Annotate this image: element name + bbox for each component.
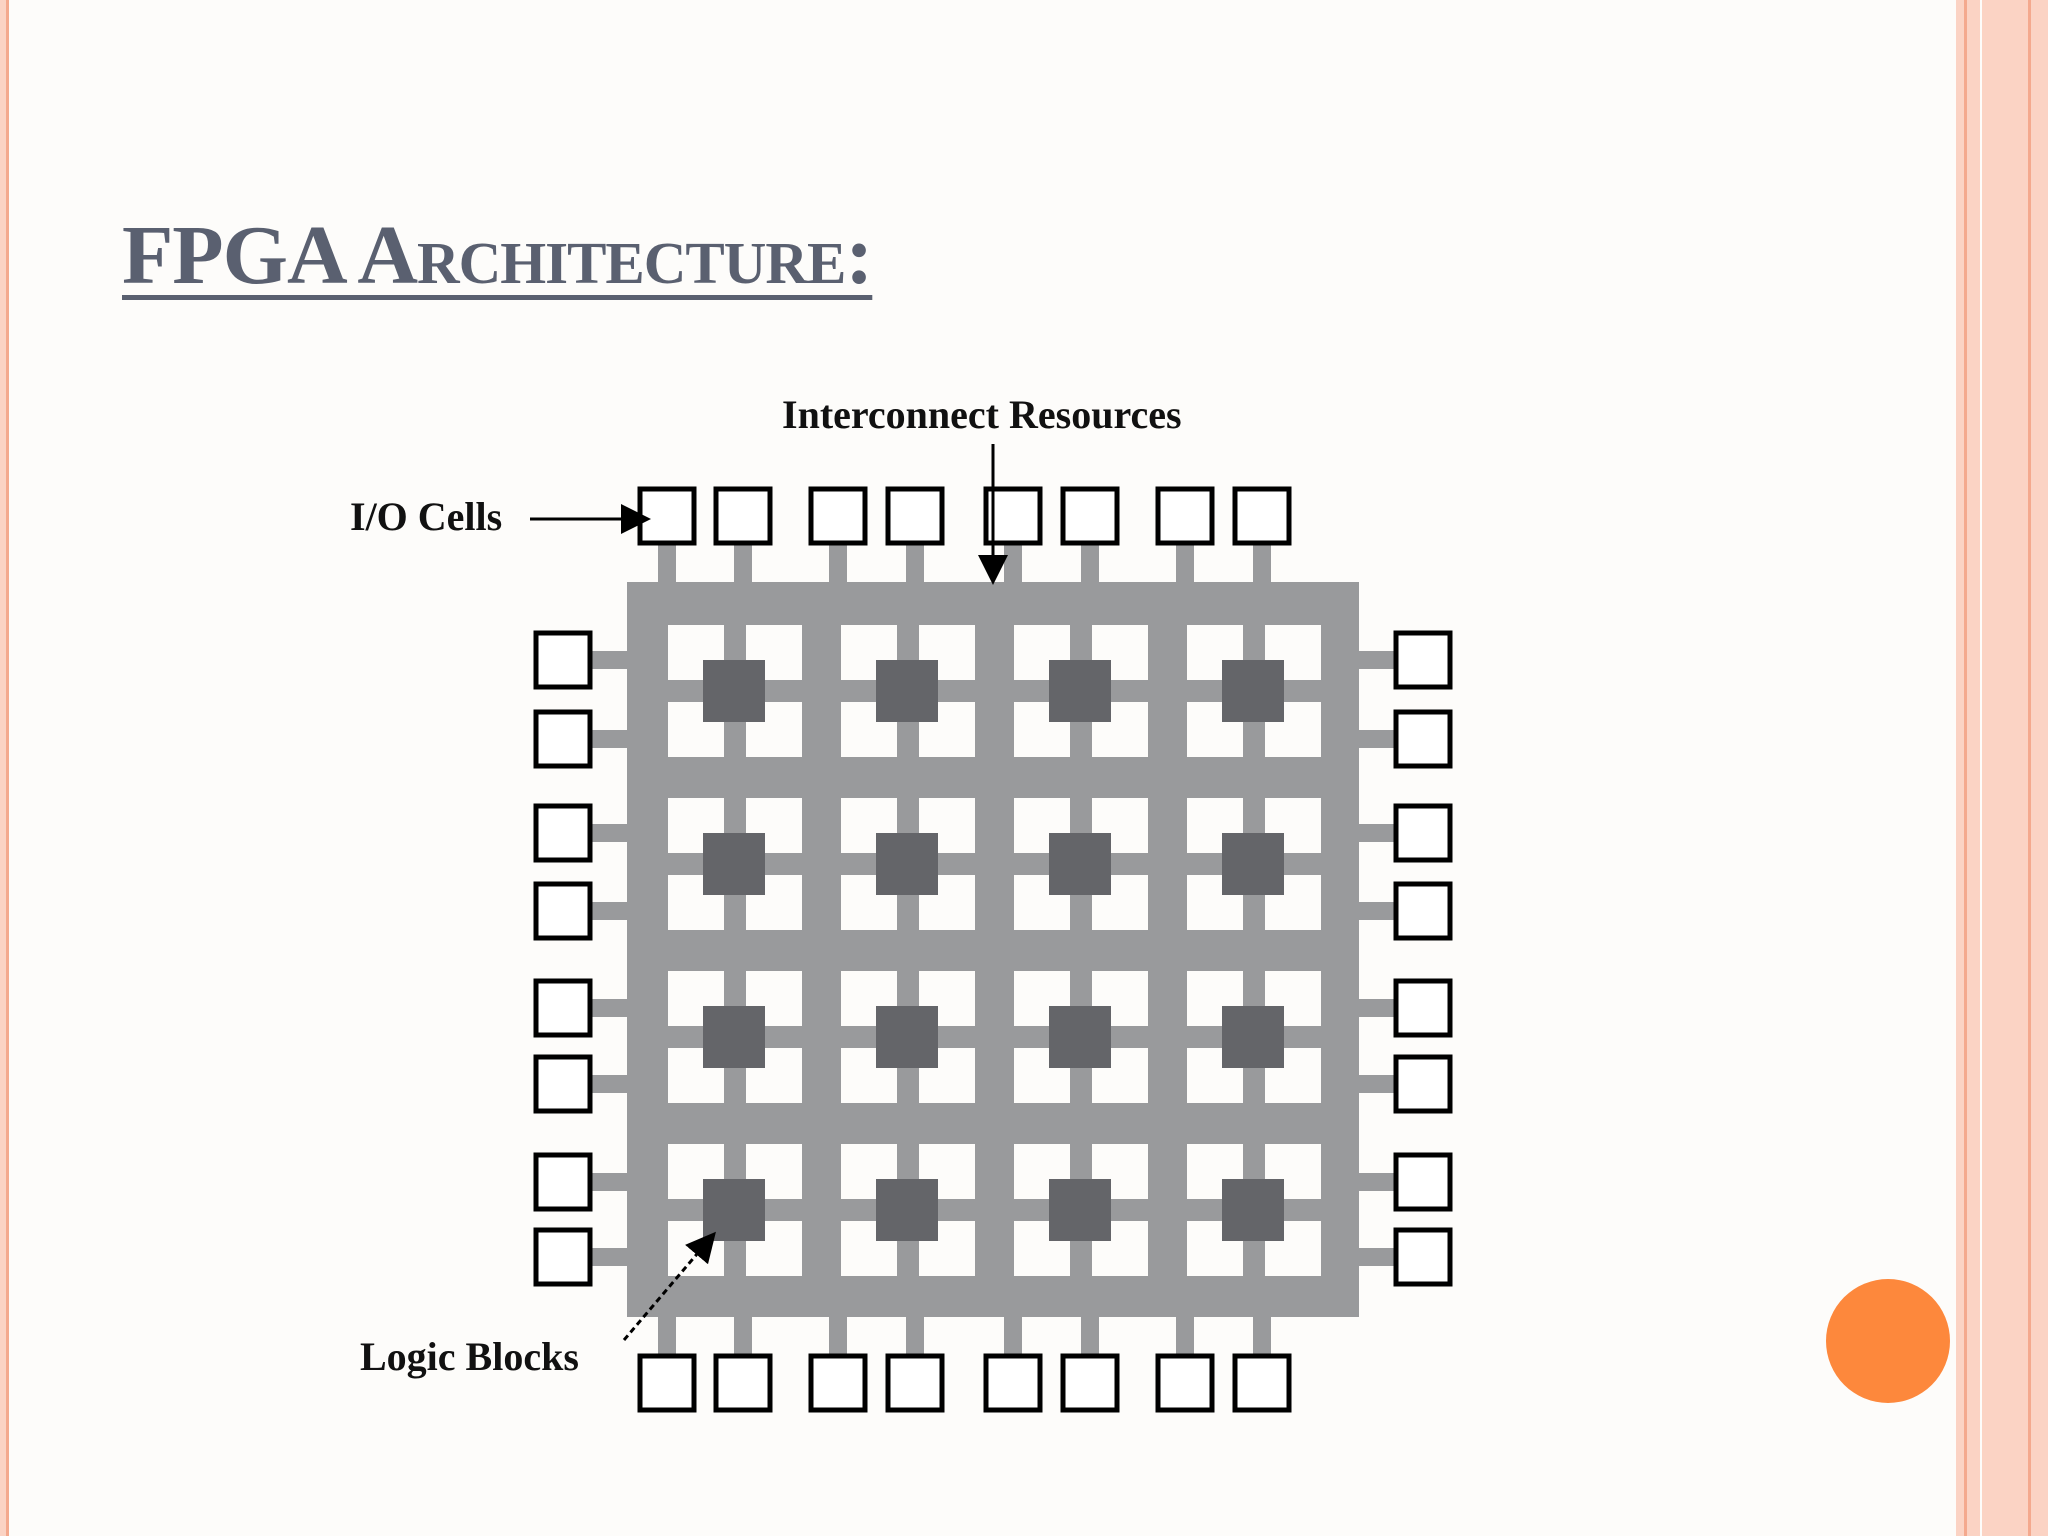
logic-block xyxy=(1049,833,1111,895)
io-cell xyxy=(1232,1353,1292,1413)
io-stub xyxy=(1176,540,1194,582)
io-stub xyxy=(592,902,627,920)
io-stub xyxy=(1081,1317,1099,1357)
io-cell xyxy=(983,486,1043,546)
logic-block xyxy=(703,833,765,895)
logic-block xyxy=(1049,1179,1111,1241)
io-cell xyxy=(1393,1227,1453,1287)
io-stub xyxy=(1176,1317,1194,1357)
io-stub xyxy=(1359,1173,1395,1191)
io-cell xyxy=(1060,486,1120,546)
logic-block xyxy=(876,1179,938,1241)
io-stub xyxy=(829,1317,847,1357)
accent-circle xyxy=(1826,1279,1950,1403)
logic-block xyxy=(876,833,938,895)
io-stub xyxy=(734,1317,752,1357)
io-cell xyxy=(1393,1054,1453,1114)
io-stub xyxy=(1004,540,1022,582)
io-stub xyxy=(1253,1317,1271,1357)
io-cell xyxy=(1060,1353,1120,1413)
io-cell xyxy=(533,709,593,769)
io-cell xyxy=(1393,709,1453,769)
io-cell xyxy=(808,1353,868,1413)
io-cell xyxy=(983,1353,1043,1413)
logic-blocks-label: Logic Blocks xyxy=(360,1334,579,1379)
io-cell xyxy=(713,486,773,546)
io-cell xyxy=(533,978,593,1038)
io-cell xyxy=(1393,803,1453,863)
io-cell xyxy=(808,486,868,546)
logic-blocks-arrow xyxy=(622,1231,716,1341)
io-stub xyxy=(592,1248,627,1266)
interconnect-resources-label: Interconnect Resources xyxy=(782,392,1182,437)
io-stub xyxy=(592,1075,627,1093)
io-stub xyxy=(592,1173,627,1191)
logic-block xyxy=(876,660,938,722)
slide-border-left xyxy=(0,0,22,1536)
io-stub xyxy=(592,999,627,1017)
io-cell xyxy=(1232,486,1292,546)
logic-blocks xyxy=(703,660,1284,1241)
io-cell xyxy=(533,1152,593,1212)
io-cell xyxy=(1393,630,1453,690)
io-stub xyxy=(592,730,627,748)
io-cell xyxy=(1155,1353,1215,1413)
io-cell xyxy=(1393,1152,1453,1212)
io-cell xyxy=(533,803,593,863)
io-stub xyxy=(592,651,627,669)
io-cell xyxy=(885,1353,945,1413)
logic-block xyxy=(1049,660,1111,722)
io-stub xyxy=(829,540,847,582)
io-cells xyxy=(533,486,1453,1413)
io-cell xyxy=(885,486,945,546)
io-cell xyxy=(533,881,593,941)
logic-block xyxy=(1222,1006,1284,1068)
io-stub xyxy=(1081,540,1099,582)
io-cell xyxy=(533,1227,593,1287)
logic-block xyxy=(876,1006,938,1068)
io-cell xyxy=(1393,881,1453,941)
io-stub xyxy=(906,1317,924,1357)
annotations: Interconnect Resources I/O Cells Logic B… xyxy=(350,392,1182,1379)
io-stub xyxy=(1359,999,1395,1017)
io-cell xyxy=(533,630,593,690)
io-cell xyxy=(637,1353,697,1413)
logic-block xyxy=(1222,660,1284,722)
io-stub xyxy=(734,540,752,582)
io-cell xyxy=(1393,978,1453,1038)
logic-block xyxy=(703,1006,765,1068)
io-stub xyxy=(658,1317,676,1357)
logic-block xyxy=(1222,1179,1284,1241)
io-stub xyxy=(1004,1317,1022,1357)
io-stub xyxy=(658,540,676,582)
io-cell xyxy=(637,486,697,546)
logic-block xyxy=(703,1179,765,1241)
logic-block xyxy=(1222,833,1284,895)
io-stub xyxy=(906,540,924,582)
io-cells-label: I/O Cells xyxy=(350,494,502,539)
io-stub xyxy=(1359,1248,1395,1266)
io-stub xyxy=(1359,902,1395,920)
logic-block xyxy=(703,660,765,722)
io-cell xyxy=(1155,486,1215,546)
slide-title: FPGA Architecture: xyxy=(122,209,873,302)
io-stub xyxy=(1359,824,1395,842)
logic-block xyxy=(1049,1006,1111,1068)
io-stub xyxy=(1359,651,1395,669)
io-stub xyxy=(592,824,627,842)
io-stub xyxy=(1359,1075,1395,1093)
io-cell xyxy=(533,1054,593,1114)
slide-border-right xyxy=(1956,0,2048,1536)
io-stub xyxy=(1253,540,1271,582)
io-stub xyxy=(1359,730,1395,748)
io-cell xyxy=(713,1353,773,1413)
